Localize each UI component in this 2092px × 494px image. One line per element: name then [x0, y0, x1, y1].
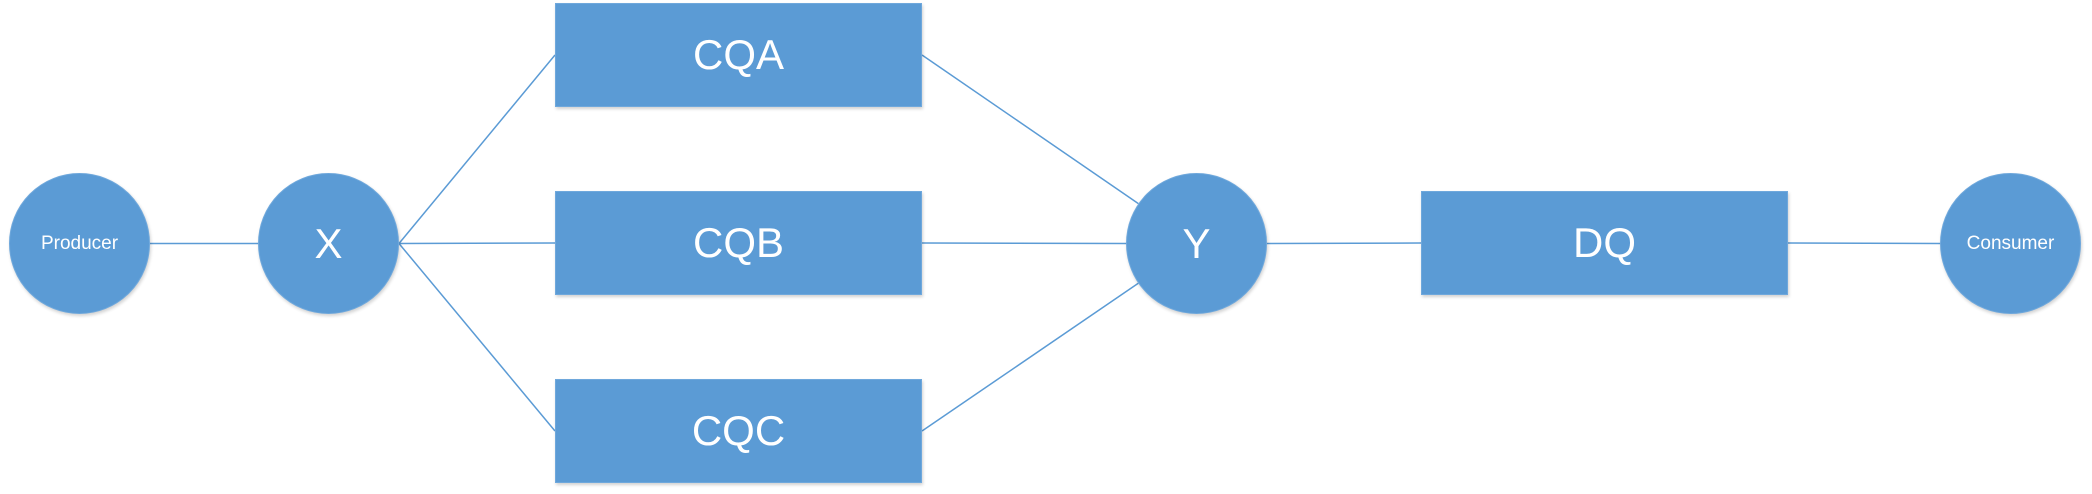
consumer-node: Consumer — [1940, 173, 2081, 314]
edge-x-to-cqb — [398, 242, 556, 245]
consumer-label: Consumer — [1966, 232, 2055, 254]
cqb-node: CQB — [555, 191, 922, 295]
cqc-label: CQC — [691, 407, 786, 454]
dq-label: DQ — [1573, 219, 1636, 266]
cqb-label: CQB — [692, 219, 784, 266]
producer-node: Producer — [9, 173, 150, 314]
edge-dq-to-consumer — [1787, 242, 1941, 245]
edge-cqa-to-y — [921, 54, 1139, 205]
dq-node: DQ — [1421, 191, 1788, 295]
x-label: X — [314, 219, 343, 267]
x-node: X — [258, 173, 399, 314]
edge-x-to-cqa — [398, 54, 556, 244]
edge-cqc-to-y — [921, 282, 1139, 432]
y-label: Y — [1182, 219, 1211, 267]
y-node: Y — [1126, 173, 1267, 314]
producer-label: Producer — [40, 232, 119, 254]
edge-x-to-cqc — [398, 243, 556, 432]
cqa-node: CQA — [555, 3, 922, 107]
edge-y-to-dq — [1266, 242, 1422, 245]
edge-cqb-to-y — [921, 242, 1127, 245]
cqa-label: CQA — [692, 31, 784, 78]
cqc-node: CQC — [555, 379, 922, 483]
